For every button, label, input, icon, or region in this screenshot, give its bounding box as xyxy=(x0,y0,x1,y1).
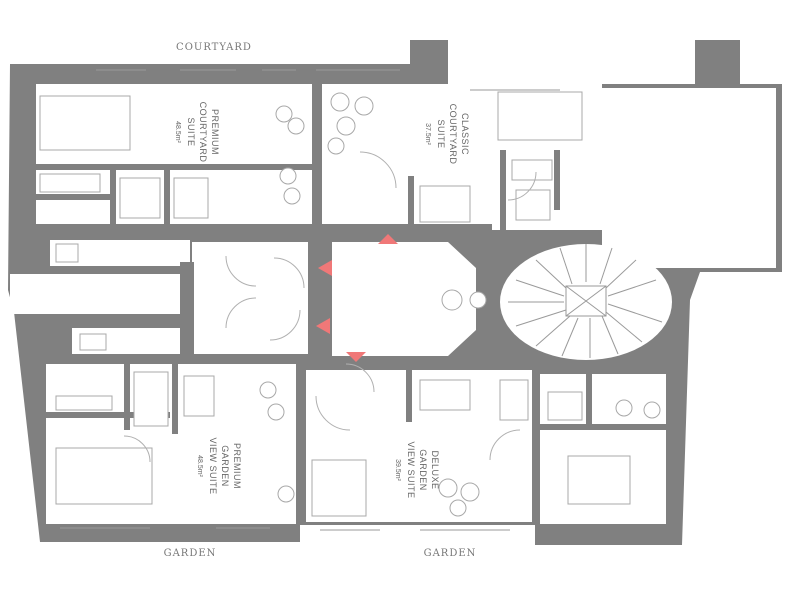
svg-text:DELUXE: DELUXE xyxy=(430,450,440,489)
garden-label-right: GARDEN xyxy=(424,548,477,559)
svg-text:COURTYARD: COURTYARD xyxy=(198,102,208,163)
bed xyxy=(497,91,583,141)
partitions xyxy=(36,84,666,524)
svg-text:GARDEN: GARDEN xyxy=(220,445,230,487)
windows xyxy=(60,69,560,531)
lobby-center xyxy=(332,242,476,356)
arrow-up-icon xyxy=(378,234,398,244)
svg-text:SUITE: SUITE xyxy=(436,119,446,148)
svg-text:PREMIUM: PREMIUM xyxy=(210,109,220,155)
bed xyxy=(311,459,367,517)
svg-text:VIEW SUITE: VIEW SUITE xyxy=(208,437,218,494)
svg-text:VIEW SUITE: VIEW SUITE xyxy=(406,441,416,498)
garden-label-left: GARDEN xyxy=(164,548,217,559)
svg-text:CLASSIC: CLASSIC xyxy=(460,113,470,155)
room-label-classic-courtyard: CLASSIC COURTYARD SUITE 37.5m² xyxy=(424,104,470,165)
stair-treads xyxy=(508,244,663,358)
bed xyxy=(39,95,131,151)
svg-text:48.5m²: 48.5m² xyxy=(174,121,181,143)
svg-text:GARDEN: GARDEN xyxy=(418,449,428,491)
room-label-premium-garden: PREMIUM GARDEN VIEW SUITE 48.5m² xyxy=(196,437,242,494)
svg-text:PREMIUM: PREMIUM xyxy=(232,443,242,489)
svg-text:37.5m²: 37.5m² xyxy=(424,123,431,145)
hall-left xyxy=(192,242,308,354)
arrow-left-icon xyxy=(316,318,330,334)
svg-text:SUITE: SUITE xyxy=(186,117,196,146)
bed xyxy=(55,447,153,505)
room-label-premium-courtyard: PREMIUM COURTYARD SUITE 48.5m² xyxy=(174,102,220,163)
svg-text:COURTYARD: COURTYARD xyxy=(448,104,458,165)
arrow-down-icon xyxy=(346,352,366,362)
room-right-wing xyxy=(602,88,776,268)
doors xyxy=(123,151,537,463)
room-label-deluxe-garden: DELUXE GARDEN VIEW SUITE 39.5m² xyxy=(394,441,440,498)
arrow-left-icon xyxy=(318,260,332,276)
furniture xyxy=(39,91,661,517)
entry-arrows xyxy=(316,234,398,362)
courtyard-label: COURTYARD xyxy=(176,42,252,53)
bed xyxy=(567,455,631,505)
svg-text:48.5m²: 48.5m² xyxy=(196,455,203,477)
corridor-left-2 xyxy=(10,274,180,314)
svg-text:39.5m²: 39.5m² xyxy=(394,459,401,481)
